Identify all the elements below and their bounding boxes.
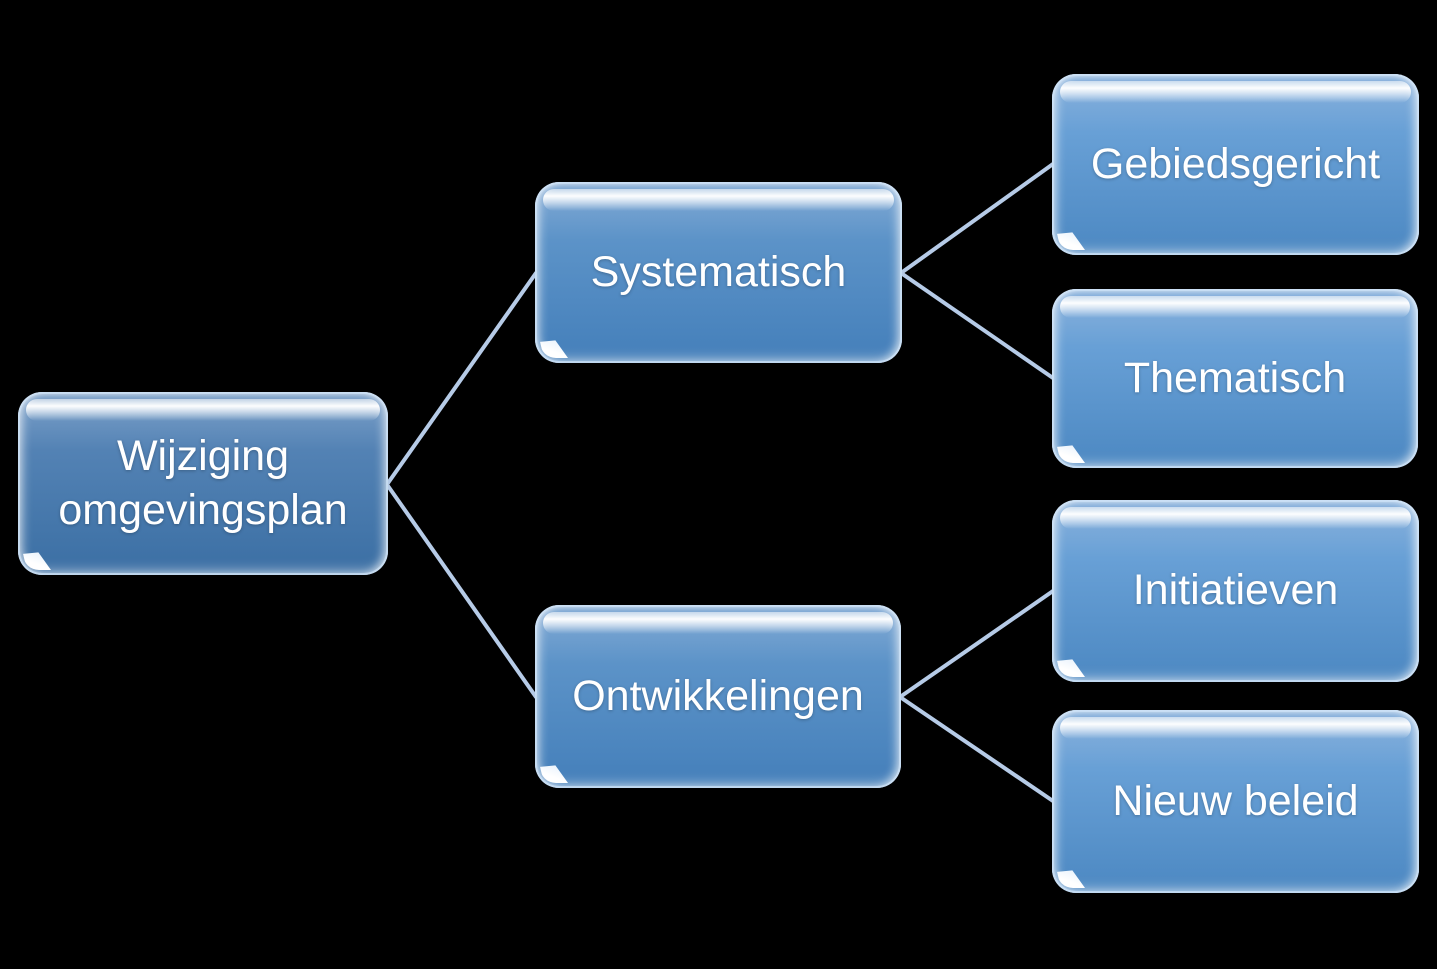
edge-ontwikkelingen-nieuw-beleid bbox=[898, 695, 1055, 803]
node-thematisch: Thematisch bbox=[1052, 289, 1418, 468]
edge-ontwikkelingen-initiatieven bbox=[898, 589, 1055, 699]
node-nieuw-beleid: Nieuw beleid bbox=[1052, 710, 1419, 893]
node-label: Gebiedsgericht bbox=[1090, 139, 1381, 188]
node-ontwikkelingen: Ontwikkelingen bbox=[535, 605, 901, 788]
node-systematisch: Systematisch bbox=[535, 182, 902, 363]
node-label: Initiatieven bbox=[1132, 566, 1339, 615]
node-gebiedsgericht: Gebiedsgericht bbox=[1052, 74, 1419, 255]
node-label: Nieuw beleid bbox=[1112, 776, 1359, 825]
node-label: Ontwikkelingen bbox=[572, 671, 864, 720]
node-label: Thematisch bbox=[1123, 353, 1347, 402]
edge-root-ontwikkelingen bbox=[386, 484, 538, 699]
node-label: Systematisch bbox=[590, 247, 847, 296]
node-wijziging-omgevingsplan: Wijziging omgevingsplan bbox=[18, 392, 388, 575]
edge-systematisch-gebiedsgericht bbox=[899, 162, 1055, 275]
node-initiatieven: Initiatieven bbox=[1052, 500, 1419, 682]
edge-root-systematisch bbox=[386, 271, 538, 485]
node-label: Wijziging omgevingsplan bbox=[58, 431, 348, 534]
edge-systematisch-thematisch bbox=[899, 271, 1055, 380]
